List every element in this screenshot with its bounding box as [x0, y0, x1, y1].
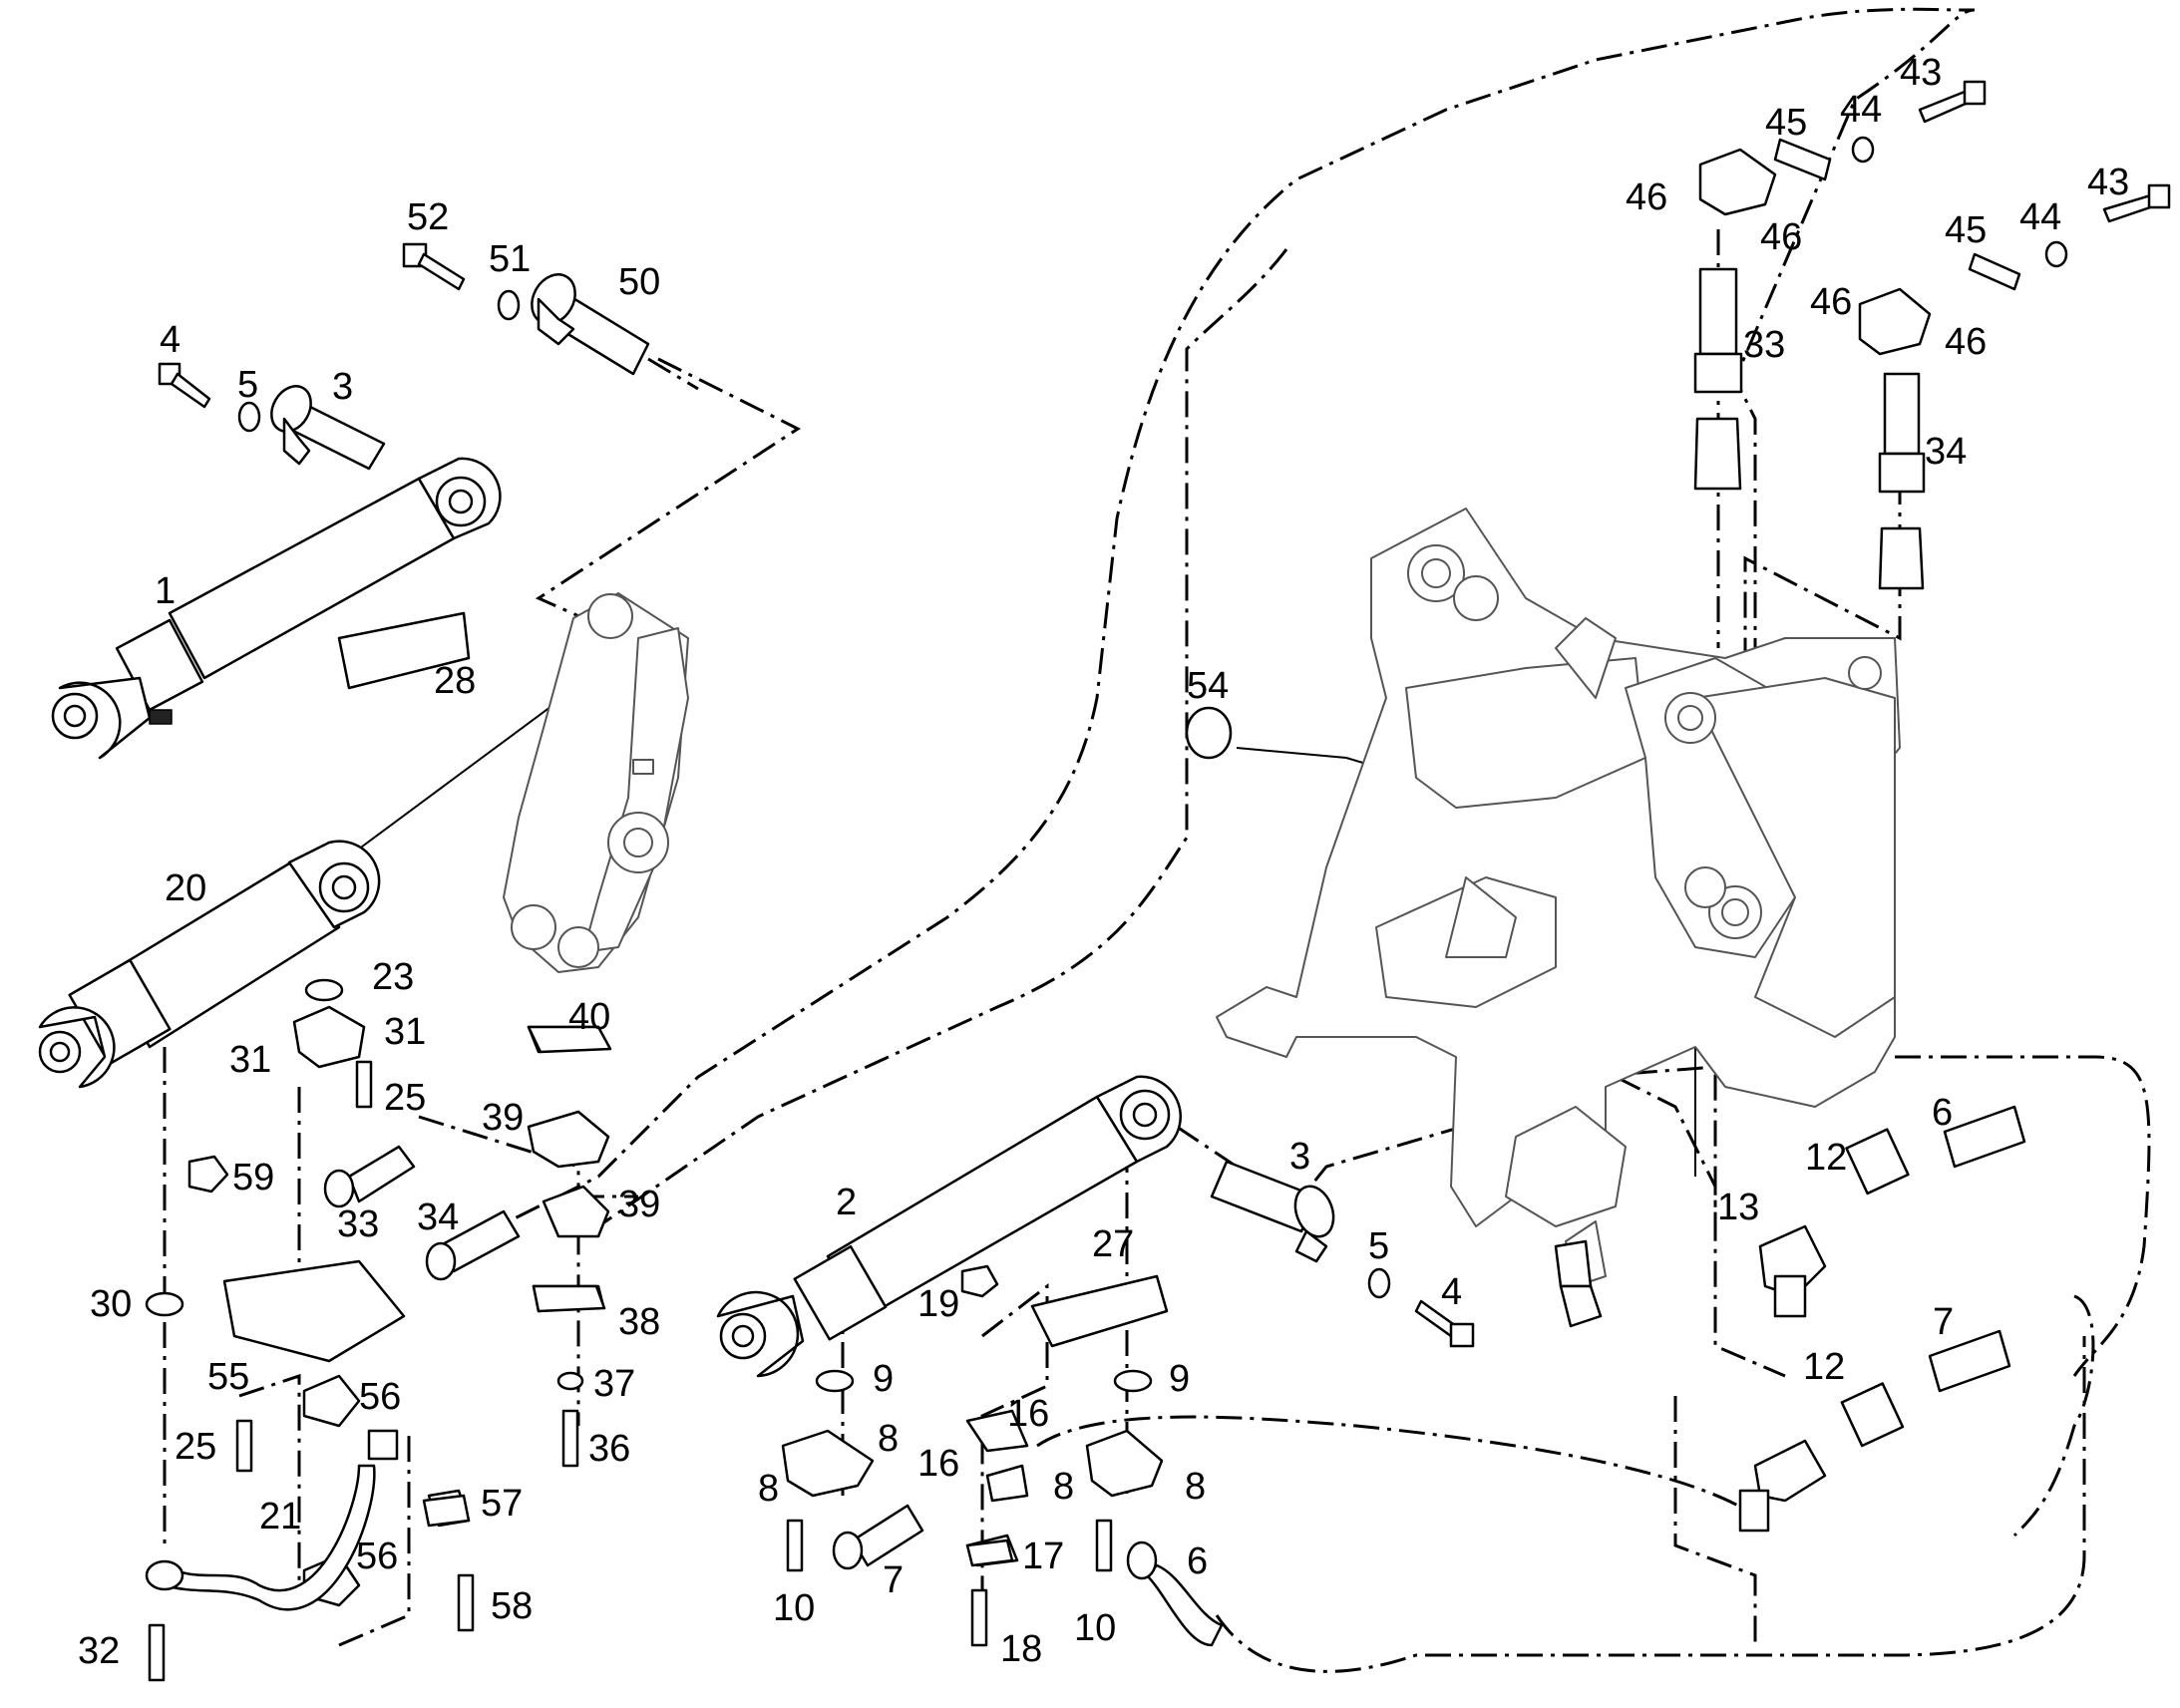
label-45-right: 45	[1945, 209, 1987, 251]
label-3-right: 3	[1289, 1136, 1310, 1178]
label-37: 37	[593, 1363, 635, 1405]
label-39-right: 39	[618, 1184, 660, 1225]
label-16-a: 16	[1007, 1393, 1049, 1435]
label-38: 38	[618, 1301, 660, 1343]
label-21: 21	[259, 1496, 301, 1537]
label-1: 1	[155, 570, 176, 612]
label-56-bottom: 56	[356, 1536, 398, 1577]
label-33-left: 33	[337, 1203, 379, 1245]
label-18: 18	[1000, 1628, 1042, 1670]
label-57: 57	[481, 1483, 523, 1525]
label-7-bottom: 7	[883, 1559, 904, 1601]
label-4-right: 4	[1441, 1271, 1462, 1313]
label-6-bottom: 6	[1187, 1540, 1208, 1582]
label-43-top: 43	[1900, 52, 1942, 94]
clamp-16-route	[980, 1282, 1049, 1635]
label-39-left: 39	[482, 1097, 524, 1139]
pins-and-fasteners	[145, 242, 1475, 1682]
bottom-arc-route	[1036, 1415, 1756, 1518]
label-31-left: 31	[229, 1039, 271, 1081]
label-34-left: 34	[417, 1196, 459, 1238]
label-20: 20	[165, 867, 206, 909]
label-31-right: 31	[384, 1011, 426, 1053]
label-30: 30	[90, 1283, 132, 1325]
part-labels: 1 2 3 3 4 4 5 5 6 6 7 7 8 8 8 8 9 9 10 1…	[78, 52, 2129, 1672]
label-36: 36	[588, 1428, 630, 1470]
label-50: 50	[618, 261, 660, 303]
label-2: 2	[836, 1182, 857, 1223]
label-19: 19	[917, 1283, 959, 1325]
hydraulic-cylinder-2	[716, 1075, 1182, 1378]
label-13: 13	[1717, 1187, 1759, 1228]
label-40: 40	[568, 996, 610, 1038]
pin-50-axis	[647, 357, 699, 391]
bracket-56-route	[238, 1373, 411, 1647]
label-9-a: 9	[873, 1358, 894, 1400]
label-8-c: 8	[1053, 1466, 1074, 1508]
label-23: 23	[372, 956, 414, 998]
label-51: 51	[489, 238, 531, 280]
label-59: 59	[232, 1157, 274, 1198]
cylinder-top-link	[535, 357, 802, 620]
label-4-top: 4	[160, 319, 181, 361]
loader-main-frame	[1216, 508, 1901, 1287]
label-52: 52	[407, 196, 449, 238]
label-12-b: 12	[1803, 1346, 1845, 1388]
label-10-b: 10	[1074, 1607, 1116, 1649]
label-8-b: 8	[758, 1468, 779, 1510]
label-46-b: 46	[1760, 216, 1802, 258]
label-10-a: 10	[773, 1587, 815, 1629]
label-17: 17	[1022, 1536, 1064, 1577]
label-33-right: 33	[1743, 324, 1785, 366]
label-8-a: 8	[878, 1418, 899, 1460]
label-56-top: 56	[359, 1376, 401, 1418]
hydraulic-cylinder-20	[38, 840, 381, 1089]
label-6-top: 6	[1932, 1092, 1953, 1134]
outer-dashed-route	[428, 7, 1976, 1258]
label-9-b: 9	[1169, 1358, 1190, 1400]
label-44-top: 44	[1840, 89, 1882, 131]
label-12-a: 12	[1805, 1137, 1847, 1179]
label-25-a: 25	[384, 1077, 426, 1119]
label-32: 32	[78, 1630, 120, 1672]
label-27: 27	[1092, 1223, 1134, 1265]
loader-link-arm	[503, 592, 689, 973]
label-46-a: 46	[1626, 176, 1667, 218]
label-43-right: 43	[2087, 162, 2129, 203]
label-3-top: 3	[332, 366, 353, 408]
label-28: 28	[434, 660, 476, 702]
hydraulic-cylinder-1	[51, 457, 502, 760]
label-5-top: 5	[237, 364, 258, 406]
label-25-b: 25	[175, 1426, 216, 1468]
label-34-right: 34	[1925, 431, 1967, 473]
label-5-right: 5	[1368, 1225, 1389, 1267]
right-outer-loop	[1895, 1055, 2151, 1537]
label-7-right: 7	[1933, 1301, 1954, 1343]
inner-dashed-route	[597, 248, 1288, 1228]
valve-bottom-route	[1585, 1065, 1717, 1236]
label-54: 54	[1187, 665, 1229, 707]
label-45-top: 45	[1765, 102, 1807, 144]
label-55: 55	[207, 1356, 249, 1398]
bottom-hose-route	[1215, 1336, 2086, 1673]
valves-and-hoses	[145, 267, 2026, 1647]
label-46-d: 46	[1945, 321, 1987, 363]
label-44-right: 44	[2019, 196, 2061, 238]
label-16-b: 16	[917, 1443, 959, 1485]
label-58: 58	[491, 1585, 533, 1627]
label-46-c: 46	[1810, 281, 1852, 323]
label-8-d: 8	[1185, 1466, 1206, 1508]
